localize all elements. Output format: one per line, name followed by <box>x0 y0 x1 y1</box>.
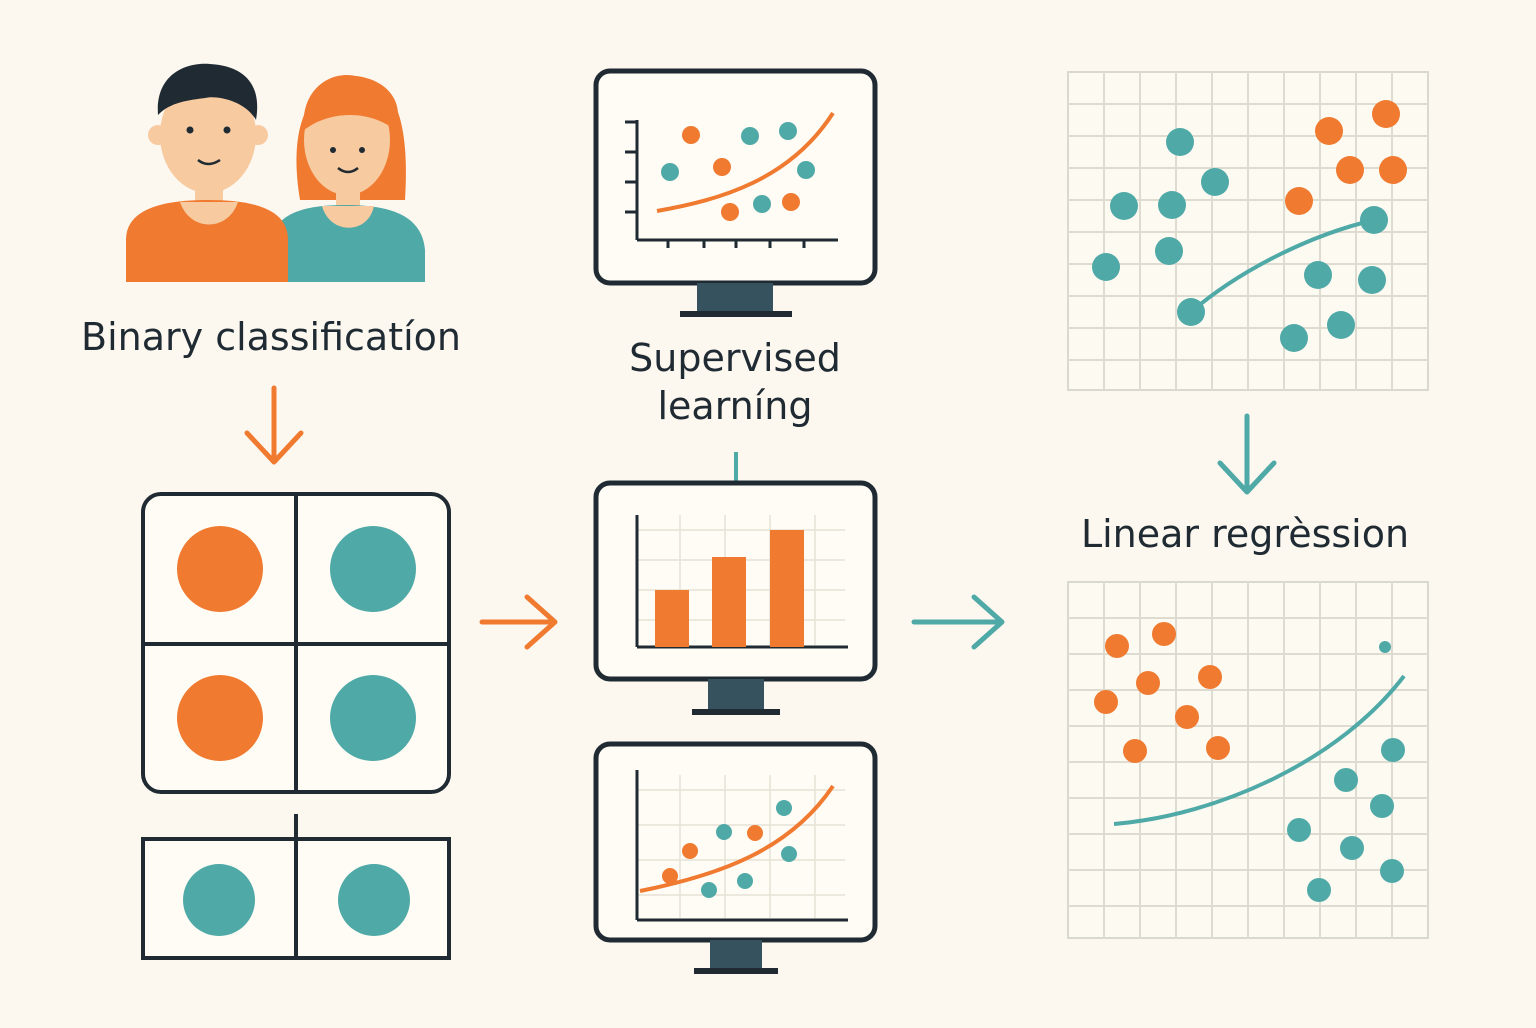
bar <box>655 590 689 647</box>
people-icon <box>126 63 425 282</box>
class-pair-box <box>141 814 451 960</box>
class-a-point <box>177 675 263 761</box>
class-b-point <box>330 675 416 761</box>
binary-classification-label: Binary classificatíon <box>81 315 461 359</box>
clusters-grid-chart <box>1067 71 1429 391</box>
class-b-point <box>330 526 416 612</box>
supervised-learning-label: Supervised learníng <box>560 334 910 430</box>
bar <box>712 557 746 647</box>
linear-regression-label: Linear regrèssion <box>1080 512 1410 556</box>
regression-grid-chart <box>1067 581 1429 939</box>
arrow-down-icon <box>1217 413 1277 495</box>
class-b-point <box>338 864 410 936</box>
monitor-icon <box>593 480 878 715</box>
monitor-icon <box>593 741 878 974</box>
bar <box>770 530 804 647</box>
arrow-right-icon <box>911 594 1005 650</box>
arrow-right-icon <box>479 594 558 650</box>
supervised-label-line-2: learníng <box>657 384 813 428</box>
arrow-down-icon <box>244 385 304 465</box>
monitor-icon <box>593 68 878 317</box>
class-a-point <box>177 526 263 612</box>
binary-classes-grid <box>141 492 451 794</box>
supervised-label-line-1: Supervised <box>629 336 841 380</box>
class-b-point <box>183 864 255 936</box>
